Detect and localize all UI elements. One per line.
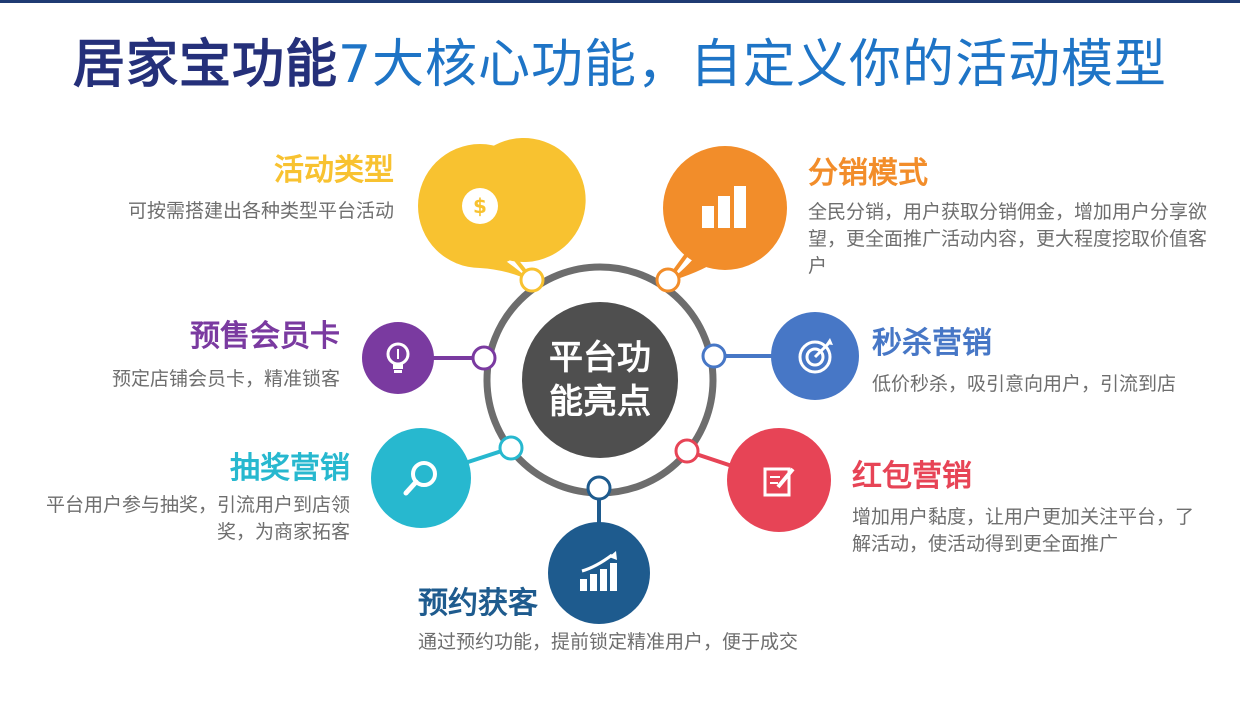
- feature-desc: 平台用户参与抽奖，引流用户到店领奖，为商家拓客: [45, 494, 350, 543]
- bar-chart-icon: [698, 182, 752, 230]
- svg-text:$: $: [473, 194, 487, 218]
- node-flash-sale: [701, 343, 727, 369]
- node-red-packet: [674, 438, 700, 464]
- edit-note-icon: [760, 461, 798, 499]
- feature-activity-type: 活动类型 可按需搭建出各种类型平台活动: [20, 152, 394, 225]
- node-distribution: [655, 267, 681, 293]
- growth-chart-icon: [576, 549, 622, 593]
- feature-title: 分销模式: [808, 156, 928, 191]
- feature-lottery: 抽奖营销 平台用户参与抽奖，引流用户到店领奖，为商家拓客: [20, 450, 350, 546]
- feature-title: 秒杀营销: [872, 326, 992, 361]
- feature-desc: 预定店铺会员卡，精准锁客: [111, 368, 340, 390]
- title-bold-part: 居家宝功能: [72, 35, 338, 95]
- feature-title: 红包营销: [852, 459, 972, 494]
- feature-red-packet: 红包营销 增加用户黏度，让用户更加关注平台，了解活动，使活动得到更全面推广: [852, 458, 1197, 558]
- feature-desc: 可按需搭建出各种类型平台活动: [127, 200, 394, 222]
- magnifier-icon: [400, 457, 442, 499]
- feature-flash-sale: 秒杀营销 低价秒杀，吸引意向用户，引流到店: [872, 325, 1202, 398]
- hub-label: 平台功能亮点: [522, 302, 678, 458]
- node-activity-type: [519, 267, 545, 293]
- page-title: 居家宝功能7大核心功能，自定义你的活动模型: [0, 22, 1240, 97]
- hub-circle: [522, 302, 678, 458]
- node-reservation: [586, 475, 612, 501]
- dollar-coin-icon: $: [458, 184, 502, 228]
- target-icon: [795, 336, 835, 376]
- feature-title: 预售会员卡: [190, 319, 340, 354]
- feature-distribution: 分销模式 全民分销，用户获取分销佣金，增加用户分享欲望，更全面推广活动内容，更大…: [808, 155, 1220, 280]
- feature-desc: 全民分销，用户获取分销佣金，增加用户分享欲望，更全面推广活动内容，更大程度挖取价…: [808, 201, 1208, 277]
- hub-label-text: 平台功能亮点: [549, 338, 651, 422]
- node-lottery: [498, 435, 524, 461]
- title-rest: 7大核心功能，自定义你的活动模型: [337, 35, 1168, 95]
- feature-presale-card: 预售会员卡 预定店铺会员卡，精准锁客: [40, 318, 340, 393]
- feature-title: 预约获客: [418, 586, 538, 621]
- feature-desc: 通过预约功能，提前锁定精准用户，便于成交: [418, 631, 799, 653]
- bubble-red-packet: [727, 428, 831, 532]
- feature-desc: 低价秒杀，吸引意向用户，引流到店: [872, 373, 1177, 395]
- bubble-reservation: [548, 522, 650, 624]
- node-presale-card: [471, 345, 497, 371]
- feature-desc: 增加用户黏度，让用户更加关注平台，了解活动，使活动得到更全面推广: [852, 506, 1195, 555]
- feature-title: 活动类型: [274, 153, 394, 188]
- bubble-lottery: [371, 428, 471, 528]
- feature-reservation: 预约获客 通过预约功能，提前锁定精准用户，便于成交: [418, 585, 918, 656]
- lightbulb-icon: [383, 341, 413, 375]
- top-rule: [0, 0, 1240, 3]
- feature-title: 抽奖营销: [230, 451, 350, 486]
